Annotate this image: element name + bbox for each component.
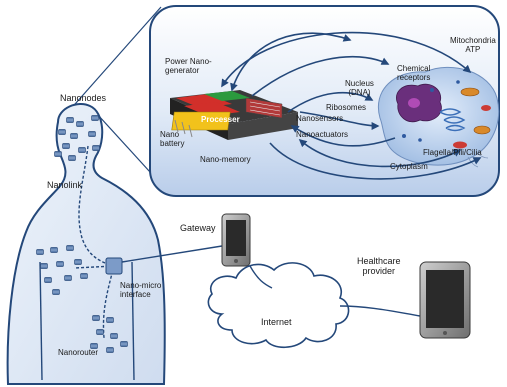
interface-to-gateway-link bbox=[121, 245, 223, 263]
label-gateway: Gateway bbox=[180, 223, 216, 233]
label-nucleus: Nucleus (DNA) bbox=[345, 79, 374, 97]
tablet-icon bbox=[419, 261, 471, 339]
label-ribosomes: Ribosomes bbox=[326, 103, 367, 112]
label-processor: Processer bbox=[201, 115, 240, 124]
human-body-silhouette bbox=[6, 103, 166, 385]
zoom-line-top bbox=[67, 6, 162, 113]
label-nano-memory: Nano-memory bbox=[200, 155, 251, 164]
internet-provider-link bbox=[339, 305, 421, 317]
interaction-arrows bbox=[221, 31, 482, 180]
label-nanolink: Nanolink bbox=[47, 180, 83, 190]
label-nano-micro-interface: Nano-micro interface bbox=[120, 281, 162, 299]
label-healthcare-provider: Healthcare provider bbox=[357, 256, 401, 276]
processor-block bbox=[171, 111, 231, 131]
nanomachine-chip-illustration bbox=[170, 90, 298, 140]
label-nanoactuators: Nanoactuators bbox=[296, 130, 349, 139]
label-nanorouter: Nanorouter bbox=[58, 348, 99, 357]
label-nanosensors: Nanosensors bbox=[296, 114, 344, 123]
label-chemical-receptors: Chemical receptors bbox=[397, 64, 431, 82]
label-mitochondria: Mitochondria ATP bbox=[450, 36, 496, 54]
zoom-line-bottom bbox=[97, 114, 151, 173]
gateway-internet-link bbox=[249, 265, 273, 289]
label-cytoplasm: Cytoplasm bbox=[390, 162, 428, 171]
label-nanonodes: Nanonodes bbox=[60, 93, 107, 103]
label-internet: Internet bbox=[261, 317, 292, 327]
smartphone-icon bbox=[221, 213, 251, 267]
label-nano-battery: Nano battery bbox=[160, 130, 185, 148]
label-flagella: Flagella/Pili/Cilia bbox=[423, 148, 482, 157]
nano-micro-interface-icon bbox=[105, 257, 123, 275]
cloud-icon bbox=[207, 262, 350, 349]
label-power-nanogenerator: Power Nano- generator bbox=[165, 57, 212, 75]
